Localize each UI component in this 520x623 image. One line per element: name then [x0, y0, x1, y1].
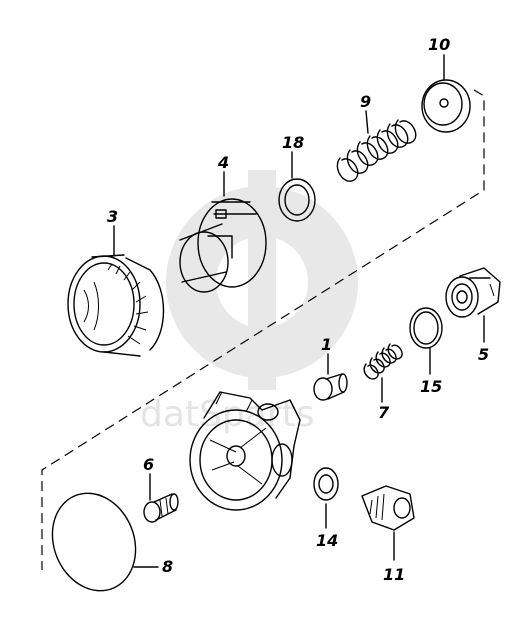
part-8-cover-disc [51, 492, 137, 592]
assembly-dashed-line [41, 89, 485, 570]
part-5-plug-fitting [445, 267, 501, 318]
callout-10: 10 [428, 35, 450, 54]
callout-15: 15 [420, 377, 442, 396]
watermark-text: datSparts [140, 394, 314, 435]
part-14-washer [313, 467, 339, 501]
callout-14: 14 [316, 531, 338, 550]
callout-11: 11 [383, 565, 405, 584]
part-10-end-cap [421, 79, 471, 133]
callout-9: 9 [360, 92, 371, 111]
leader-lines [113, 54, 485, 568]
valve-housing [189, 391, 301, 511]
callout-5: 5 [478, 345, 489, 364]
part-3-union-nut [67, 254, 165, 357]
part-9-compression-spring [336, 119, 417, 182]
part-11-hex-plug [361, 485, 415, 531]
part-6-screw [143, 493, 179, 523]
part-4-valve-cylinder [179, 198, 267, 293]
callout-1: 1 [321, 335, 332, 354]
callout-labels: 10 9 18 4 3 1 5 15 7 6 8 14 11 [107, 35, 489, 584]
part-15-o-ring [409, 307, 443, 349]
callout-4: 4 [217, 153, 229, 172]
callout-8: 8 [162, 557, 173, 576]
callout-3: 3 [107, 207, 118, 226]
part-18-seal-ring [278, 178, 316, 222]
callout-7: 7 [378, 403, 390, 422]
callout-18: 18 [282, 133, 304, 152]
watermark-logo-bar [248, 170, 276, 390]
callout-6: 6 [143, 455, 154, 474]
part-7-small-spring [363, 343, 403, 380]
watermark: datSparts [140, 170, 358, 435]
part-1-pin [313, 373, 348, 401]
